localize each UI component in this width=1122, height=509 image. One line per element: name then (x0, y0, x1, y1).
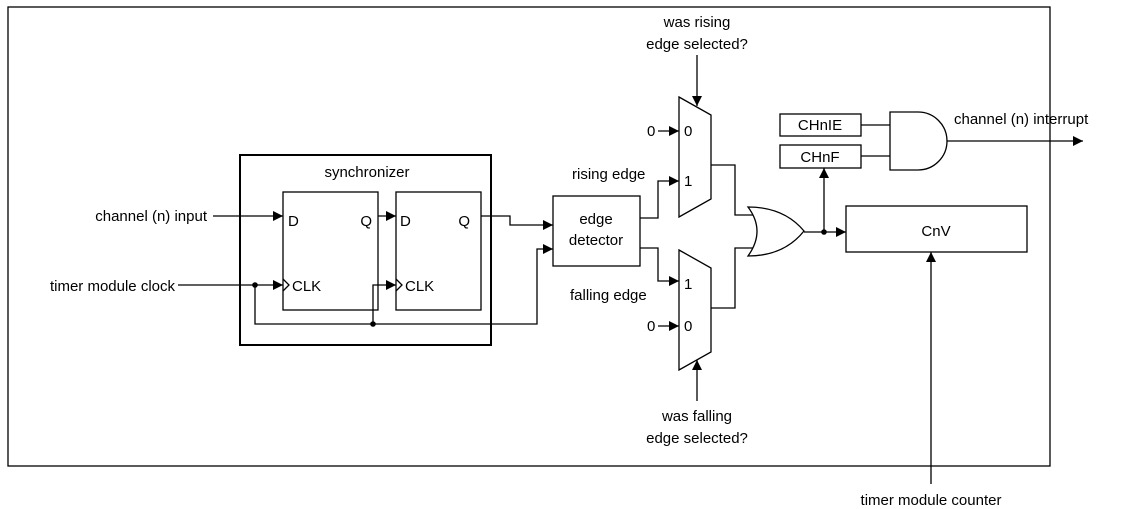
cnv-label: CnV (921, 223, 950, 240)
mux-bottom-const-label: 0 (647, 318, 655, 335)
channel-input-label: channel (n) input (95, 208, 208, 225)
clock-bus-wire (254, 244, 553, 325)
flip-flop-1 (282, 191, 379, 311)
falling-edge-mux (678, 248, 712, 372)
ff2-clk-label: CLK (405, 278, 434, 295)
synchronizer-label: synchronizer (324, 164, 409, 181)
mux-top-const-label: 0 (647, 123, 655, 140)
mux-top-in0-label: 0 (684, 123, 692, 140)
select-bottom-line2: edge selected? (646, 430, 748, 447)
mux-bottom-in0-label: 0 (684, 318, 692, 335)
select-bottom-line1: was falling (661, 408, 732, 425)
ff1-clk-label: CLK (292, 278, 321, 295)
interrupt-label: channel (n) interrupt (954, 111, 1089, 128)
falling-edge-label: falling edge (570, 287, 647, 304)
ff2-q-label: Q (458, 213, 470, 230)
and-gate (889, 111, 948, 171)
ff1-q-label: Q (360, 213, 372, 230)
ff1-d-label: D (288, 213, 299, 230)
rising-edge-mux (678, 95, 712, 219)
select-top-line2: edge selected? (646, 36, 748, 53)
ff1-clock-triangle (282, 278, 290, 292)
select-top-line1: was rising (663, 14, 731, 31)
cnv-register (845, 205, 1028, 253)
outer-frame (7, 6, 1051, 467)
rising-edge-label: rising edge (572, 166, 645, 183)
ff2-clock-triangle (395, 278, 403, 292)
flip-flop-2 (395, 191, 482, 311)
ff2-d-label: D (400, 213, 411, 230)
counter-label: timer module counter (861, 492, 1002, 509)
edge-detector-label-line1: edge (579, 211, 612, 228)
mux-top-to-or-wire (711, 164, 756, 216)
mux-bottom-to-or-wire (711, 247, 756, 309)
synchronizer-box (239, 154, 492, 346)
rising-edge-wire (640, 176, 679, 219)
falling-edge-wire (640, 247, 679, 286)
timer-clock-label: timer module clock (50, 278, 176, 295)
ff2-clock-wire (372, 280, 396, 324)
chnie-label: CHnIE (798, 117, 842, 134)
chnf-label: CHnF (800, 149, 839, 166)
ff2-q-wire (481, 215, 553, 230)
or-gate (746, 206, 805, 257)
mux-bottom-in1-label: 1 (684, 276, 692, 293)
edge-detector-box (552, 195, 641, 267)
edge-detector-label-line2: detector (569, 232, 623, 249)
mux-top-in1-label: 1 (684, 173, 692, 190)
